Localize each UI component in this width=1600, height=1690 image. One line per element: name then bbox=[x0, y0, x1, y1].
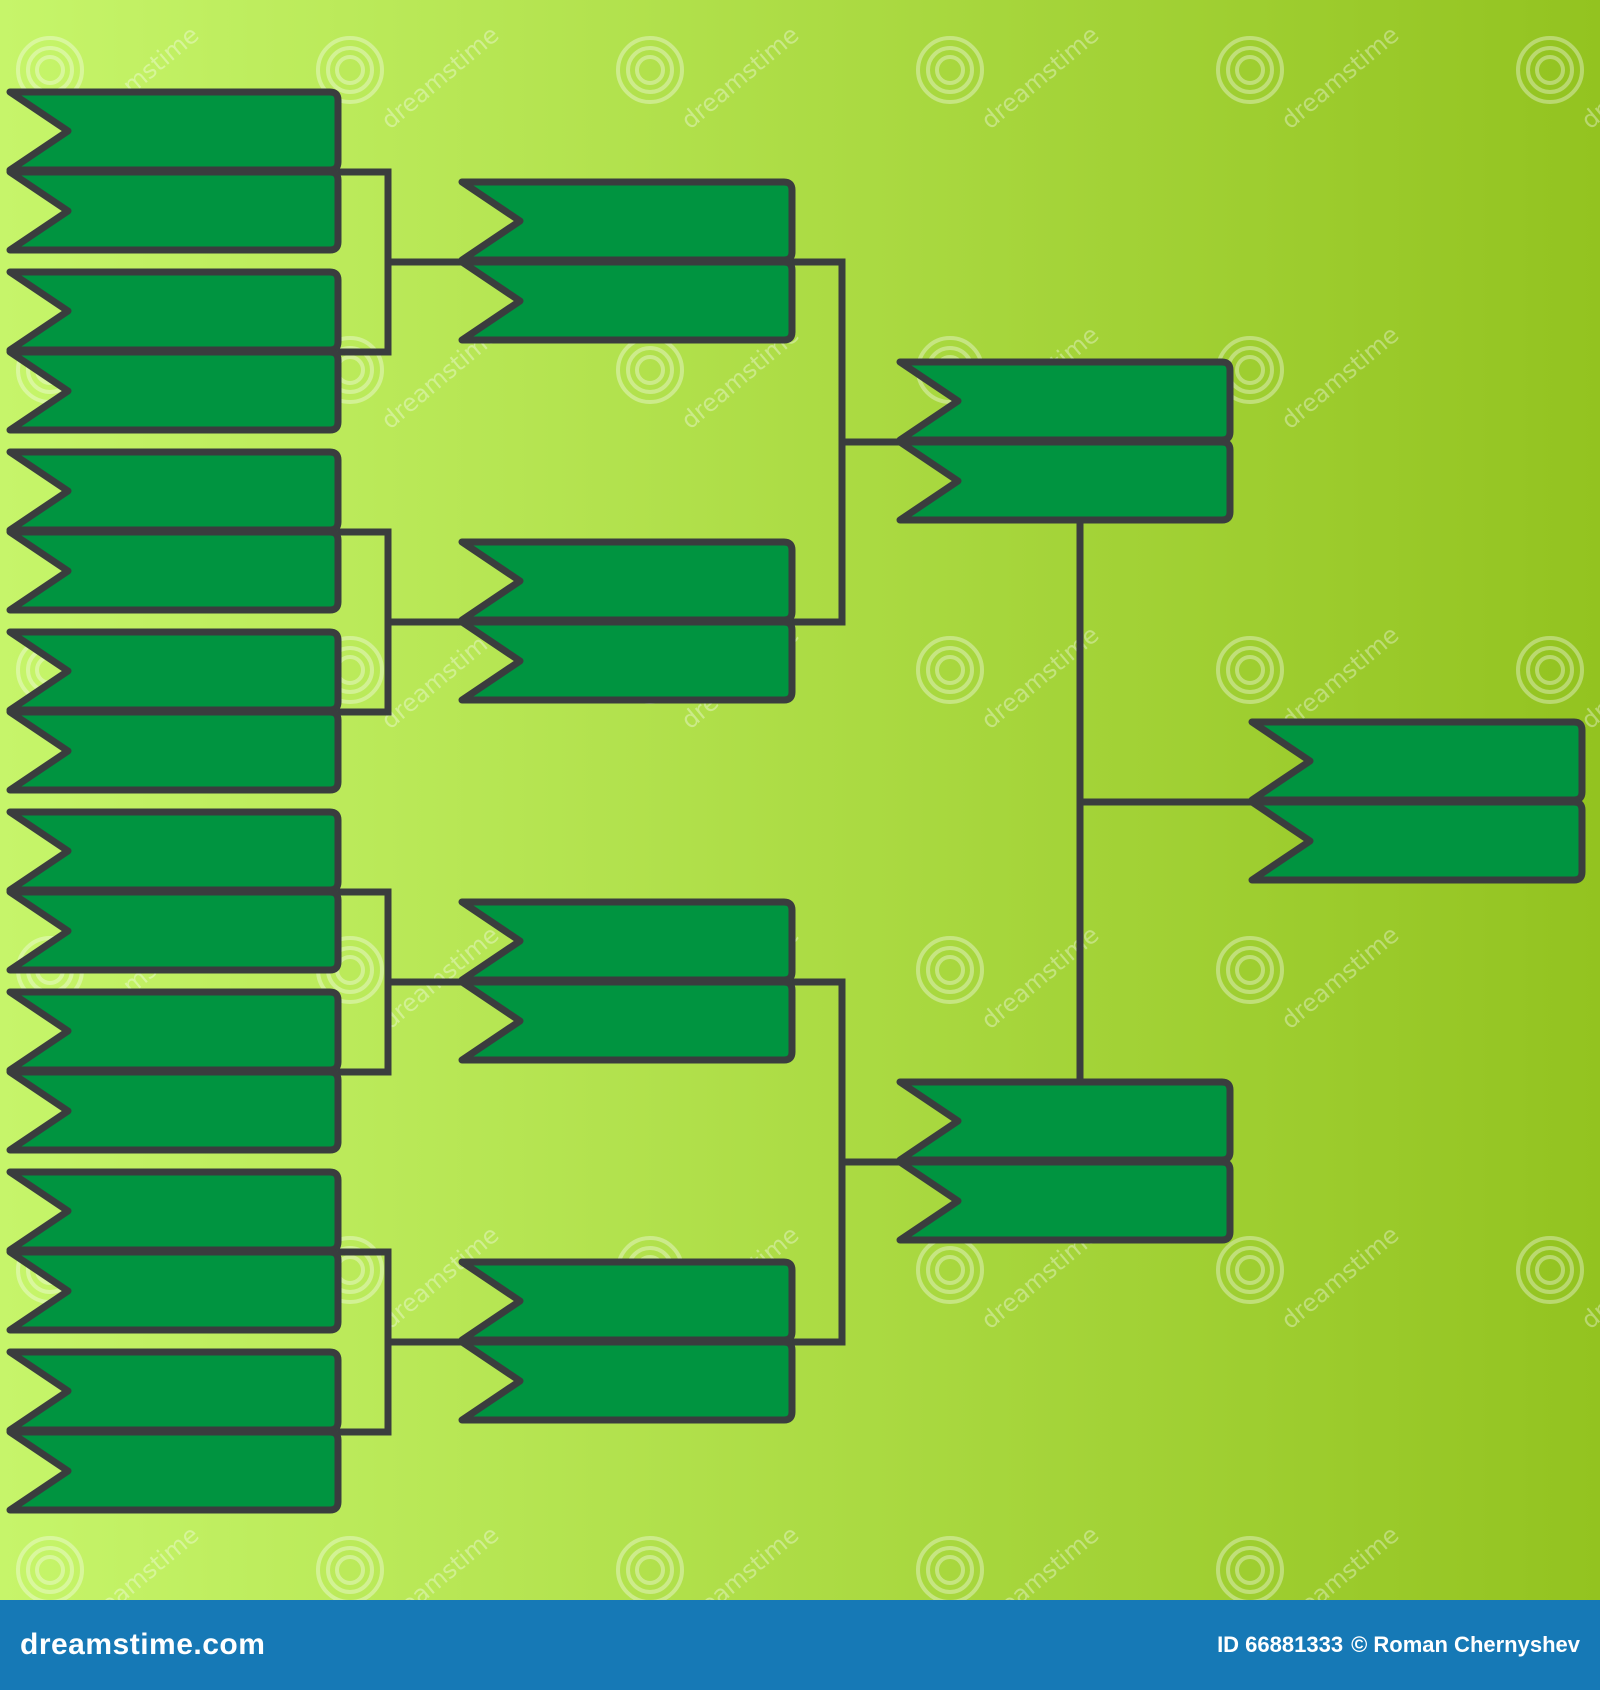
match-round-2-4 bbox=[458, 1258, 796, 1424]
bracket-slot-round-2-3-2[interactable] bbox=[458, 978, 796, 1064]
match-round-1-8 bbox=[6, 1348, 342, 1514]
match-round-1-1 bbox=[6, 88, 342, 254]
match-round-1-5 bbox=[6, 808, 342, 974]
match-round-2-1 bbox=[458, 178, 796, 344]
bracket-slot-round-1-3-2[interactable] bbox=[6, 528, 342, 614]
bracket-slot-round-2-2-2[interactable] bbox=[458, 618, 796, 704]
bracket-slot-round-1-8-2[interactable] bbox=[6, 1428, 342, 1514]
image-id: ID 66881333 bbox=[1217, 1632, 1344, 1657]
bracket-slot-round-1-2-2[interactable] bbox=[6, 348, 342, 434]
footer-logo[interactable]: dreamstime.com bbox=[20, 1628, 266, 1661]
bracket-slot-round-1-4-2[interactable] bbox=[6, 708, 342, 794]
footer-credit: ID 66881333 © Roman Chernyshev bbox=[1217, 1632, 1580, 1658]
match-round-2-3 bbox=[458, 898, 796, 1064]
match-round-3-1 bbox=[896, 358, 1234, 524]
bracket-slot-round-3-1-2[interactable] bbox=[896, 438, 1234, 524]
bracket-slot-round-3-2-2[interactable] bbox=[896, 1158, 1234, 1244]
bracket-slot-final-1-2[interactable] bbox=[1248, 798, 1586, 884]
bracket-slot-round-1-7-2[interactable] bbox=[6, 1248, 342, 1334]
match-round-1-4 bbox=[6, 628, 342, 794]
author-credit: © Roman Chernyshev bbox=[1351, 1632, 1580, 1657]
bracket-slot-round-1-1-2[interactable] bbox=[6, 168, 342, 254]
match-round-2-2 bbox=[458, 538, 796, 704]
match-round-1-3 bbox=[6, 448, 342, 614]
bracket-slot-round-2-1-2[interactable] bbox=[458, 258, 796, 344]
match-round-1-7 bbox=[6, 1168, 342, 1334]
bracket-slot-round-1-5-2[interactable] bbox=[6, 888, 342, 974]
footer-bar: dreamstime.com ID 66881333 © Roman Chern… bbox=[0, 1600, 1600, 1690]
bracket-slot-round-1-6-2[interactable] bbox=[6, 1068, 342, 1154]
bracket-slots bbox=[6, 88, 1586, 1514]
match-round-1-6 bbox=[6, 988, 342, 1154]
match-round-1-2 bbox=[6, 268, 342, 434]
match-final-1 bbox=[1248, 718, 1586, 884]
match-round-3-2 bbox=[896, 1078, 1234, 1244]
bracket-slot-round-2-4-2[interactable] bbox=[458, 1338, 796, 1424]
